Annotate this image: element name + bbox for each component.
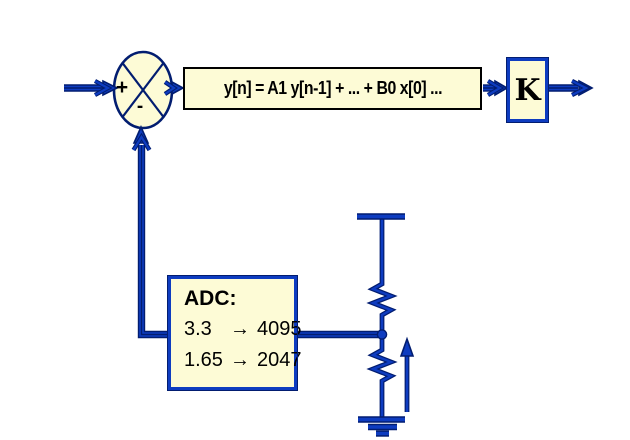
difference-equation-text: y[n] = A1 y[n-1] + ... + B0 x[0] ...	[223, 78, 442, 98]
adc-mapping-row: 1.65 → 2047	[184, 345, 302, 376]
adc-analog-value: 1.65	[184, 349, 223, 371]
resistor-divider	[373, 219, 391, 419]
arrowheads	[95, 81, 594, 150]
adc-box: ADC: 3.3 → 4095 1.65 → 2047	[167, 275, 302, 391]
adc-title: ADC:	[184, 287, 237, 310]
summing-junction	[112, 50, 174, 130]
adc-mapping-row: 3.3 → 4095	[184, 314, 302, 345]
summing-x-line	[121, 62, 165, 118]
gain-k-box: K	[506, 57, 549, 123]
right-arrow-icon: →	[230, 318, 250, 340]
sense-voltage-arrow	[399, 336, 415, 412]
minus-sign: -	[136, 96, 144, 117]
adc-code-value: 2047	[257, 349, 302, 371]
right-arrow-icon: →	[230, 349, 250, 371]
sense-arrowhead-icon	[399, 336, 415, 357]
adc-analog-value: 3.3	[184, 318, 212, 340]
ground-symbol	[358, 420, 405, 434]
difference-equation-box: y[n] = A1 y[n-1] + ... + B0 x[0] ...	[183, 67, 482, 110]
gain-k-label: K	[514, 72, 541, 108]
plus-sign: +	[115, 76, 129, 99]
feedback-wire	[142, 145, 169, 335]
divider-tap-junction	[376, 329, 388, 340]
adc-code-value: 4095	[257, 318, 302, 340]
